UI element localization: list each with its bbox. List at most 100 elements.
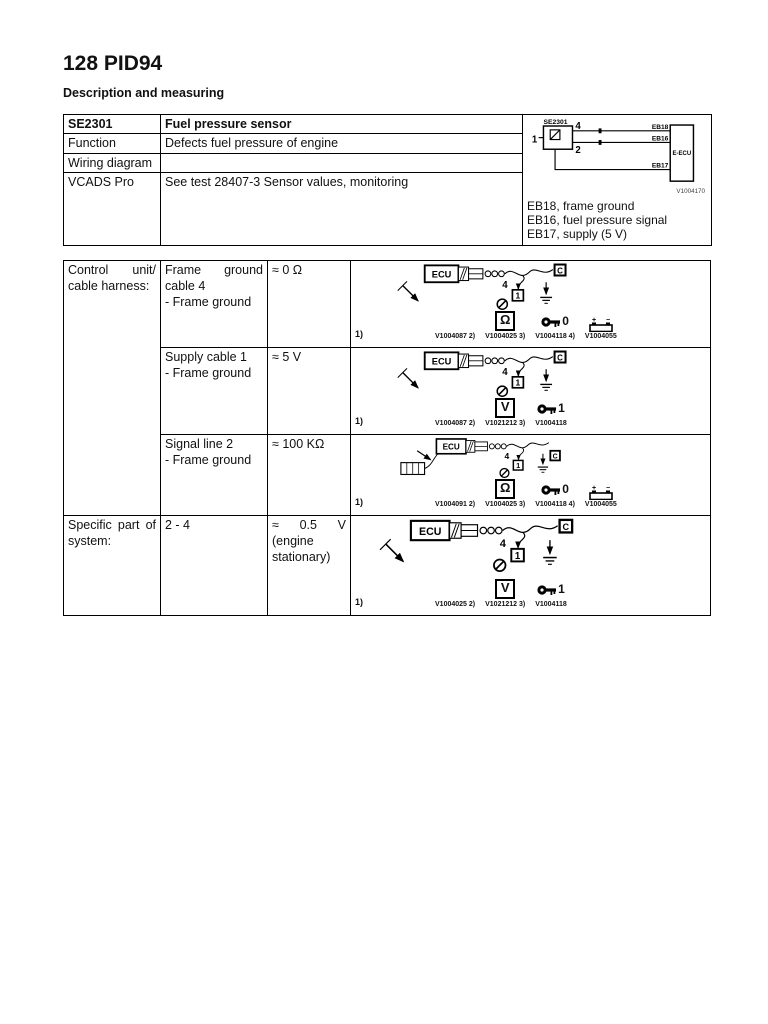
image-code: V1004055: [584, 332, 617, 340]
footnote-key-position-0: 0 V1004118 4): [535, 482, 575, 509]
info-value-function: Defects fuel pressure of engine: [160, 133, 523, 154]
svg-text:+: +: [592, 317, 596, 324]
ohmmeter-icon: Ω: [495, 478, 516, 499]
image-code: V1004091 2): [435, 500, 476, 508]
info-table: SE2301 Fuel pressure sensor SE2301 1 4: [63, 113, 712, 246]
wiring-diagram-cell: SE2301 1 4 2 EB18 EB16: [522, 114, 712, 246]
svg-text:+: +: [592, 485, 596, 492]
ecu-measurement-pictogram: ECU 4: [397, 263, 567, 310]
key-position-0-icon: 0: [541, 482, 569, 498]
svg-text:4: 4: [500, 538, 507, 550]
image-code: V1004087 2): [435, 419, 476, 427]
no-contact-icon: [493, 558, 507, 572]
svg-text:ECU: ECU: [443, 442, 460, 451]
footnote-marker: 1): [355, 597, 364, 608]
battery-icon: + −: [589, 317, 613, 332]
key-position-1-icon: 1: [537, 401, 565, 417]
measure-test-signal-line: Signal line 2 - Frame ground: [160, 433, 268, 516]
footnote-voltmeter: V V1021212 3): [485, 578, 526, 609]
ecu-measurement-pictogram: ECU 4: [400, 437, 561, 478]
measure-pictogram-cell: ECU 4: [350, 259, 711, 348]
svg-text:ECU: ECU: [432, 269, 452, 279]
svg-text:1: 1: [516, 290, 521, 300]
svg-text:C: C: [563, 522, 570, 532]
image-code: V1004087 2): [435, 332, 476, 340]
footnote-key-position-1: 1 V1004118: [535, 582, 567, 609]
extra-connector-icon: [400, 453, 439, 475]
measure-test-pins-2-4: 2 - 4: [160, 514, 268, 616]
svg-text:C: C: [557, 266, 563, 275]
footnote-battery: + − V1004055: [585, 485, 617, 509]
measure-pictogram-cell: ECU 4: [350, 433, 711, 516]
image-code: V1004025 3): [485, 500, 526, 508]
ecu-measurement-pictogram: ECU 4: [379, 518, 574, 572]
voltmeter-icon: V: [495, 578, 516, 599]
footnote-marker: 1): [355, 329, 364, 340]
measure-pictogram-cell: ECU 4: [350, 346, 711, 435]
svg-text:ECU: ECU: [419, 526, 442, 538]
image-code: V1004025 2): [435, 600, 476, 608]
measure-value-100-kohm: ≈ 100 KΩ: [267, 433, 351, 516]
footnote-ohmmeter: Ω V1004025 3): [485, 310, 526, 341]
pictogram-footnotes: 1) V1004087 2) Ω V1004025 3) 0: [355, 310, 706, 341]
measure-value-0-ohm: ≈ 0 Ω: [267, 259, 351, 348]
legend-line: EB18, frame ground: [527, 199, 635, 213]
image-code: V1021212 3): [485, 600, 526, 608]
image-code: V1004055: [584, 500, 617, 508]
no-contact-icon: [496, 298, 509, 310]
ecu-measurement-pictogram: ECU 4: [397, 350, 567, 397]
info-label-wiring-diagram: Wiring diagram: [63, 152, 161, 173]
pictogram-footnotes: 1) V1004091 2) Ω V1004025 3) 0: [355, 478, 706, 509]
svg-text:4: 4: [502, 367, 508, 378]
info-label-id: SE2301: [63, 113, 161, 135]
measure-group-label-control-unit: Control unit/ cable harness:: [63, 259, 161, 516]
svg-text:−: −: [606, 317, 610, 324]
svg-text:EB17: EB17: [652, 163, 669, 170]
svg-text:4: 4: [504, 451, 509, 461]
measure-pictogram-cell: ECU 4: [350, 514, 711, 616]
svg-text:EB18: EB18: [652, 124, 669, 131]
no-contact-icon: [496, 385, 509, 397]
image-code: V1004025 3): [485, 332, 526, 340]
measurement-table: Control unit/ cable harness: Frame groun…: [63, 259, 711, 616]
measure-value-05-v: ≈ 0.5 V (engine stationary): [267, 514, 351, 616]
svg-text:1: 1: [516, 461, 520, 470]
svg-text:C: C: [553, 453, 558, 460]
footnote-marker: 1): [355, 497, 364, 508]
wiring-legend: EB18, frame ground EB16, fuel pressure s…: [527, 199, 707, 241]
info-value-vcads-pro: See test 28407-3 Sensor values, monitori…: [160, 171, 523, 246]
image-code: V1004118 4): [535, 332, 575, 340]
svg-text:V1004170: V1004170: [676, 188, 705, 195]
page-content: 128 PID94 Description and measuring SE23…: [63, 52, 712, 616]
pictogram-footnotes: 1) V1004087 2) V V1021212 3) 1: [355, 397, 706, 428]
page-subtitle: Description and measuring: [63, 86, 225, 100]
svg-text:2: 2: [575, 145, 580, 156]
svg-text:ECU: ECU: [432, 356, 452, 366]
key-position-1-icon: 1: [537, 582, 565, 598]
page-title: 128 PID94: [63, 52, 163, 75]
svg-text:1: 1: [515, 551, 521, 562]
measure-test-supply-cable: Supply cable 1 - Frame ground: [160, 346, 268, 435]
svg-text:1: 1: [516, 377, 521, 387]
image-code: V1021212 3): [485, 419, 526, 427]
svg-text:−: −: [606, 485, 610, 492]
svg-text:E-ECU: E-ECU: [673, 151, 692, 157]
svg-text:C: C: [557, 353, 563, 362]
svg-text:1: 1: [532, 134, 538, 145]
info-label-function: Function: [63, 133, 161, 154]
wiring-diagram: SE2301 1 4 2 EB18 EB16: [532, 119, 706, 195]
info-value-wiring-diagram: [160, 152, 523, 173]
measure-value-5-v: ≈ 5 V: [267, 346, 351, 435]
footnote-voltmeter: V V1021212 3): [485, 397, 526, 428]
image-code: V1004118: [535, 419, 567, 427]
svg-text:4: 4: [502, 280, 508, 291]
legend-line: EB17, supply (5 V): [527, 227, 628, 242]
ohmmeter-icon: Ω: [495, 310, 516, 331]
legend-line: EB16, fuel pressure signal: [527, 213, 668, 228]
footnote-key-position-0: 0 V1004118 4): [535, 314, 575, 341]
svg-text:EB16: EB16: [652, 136, 669, 143]
battery-icon: + −: [589, 485, 613, 500]
measure-test-frame-ground-cable: Frame ground cable 4 - Frame ground: [160, 259, 268, 348]
info-value-sensor-name: Fuel pressure sensor: [160, 113, 523, 135]
